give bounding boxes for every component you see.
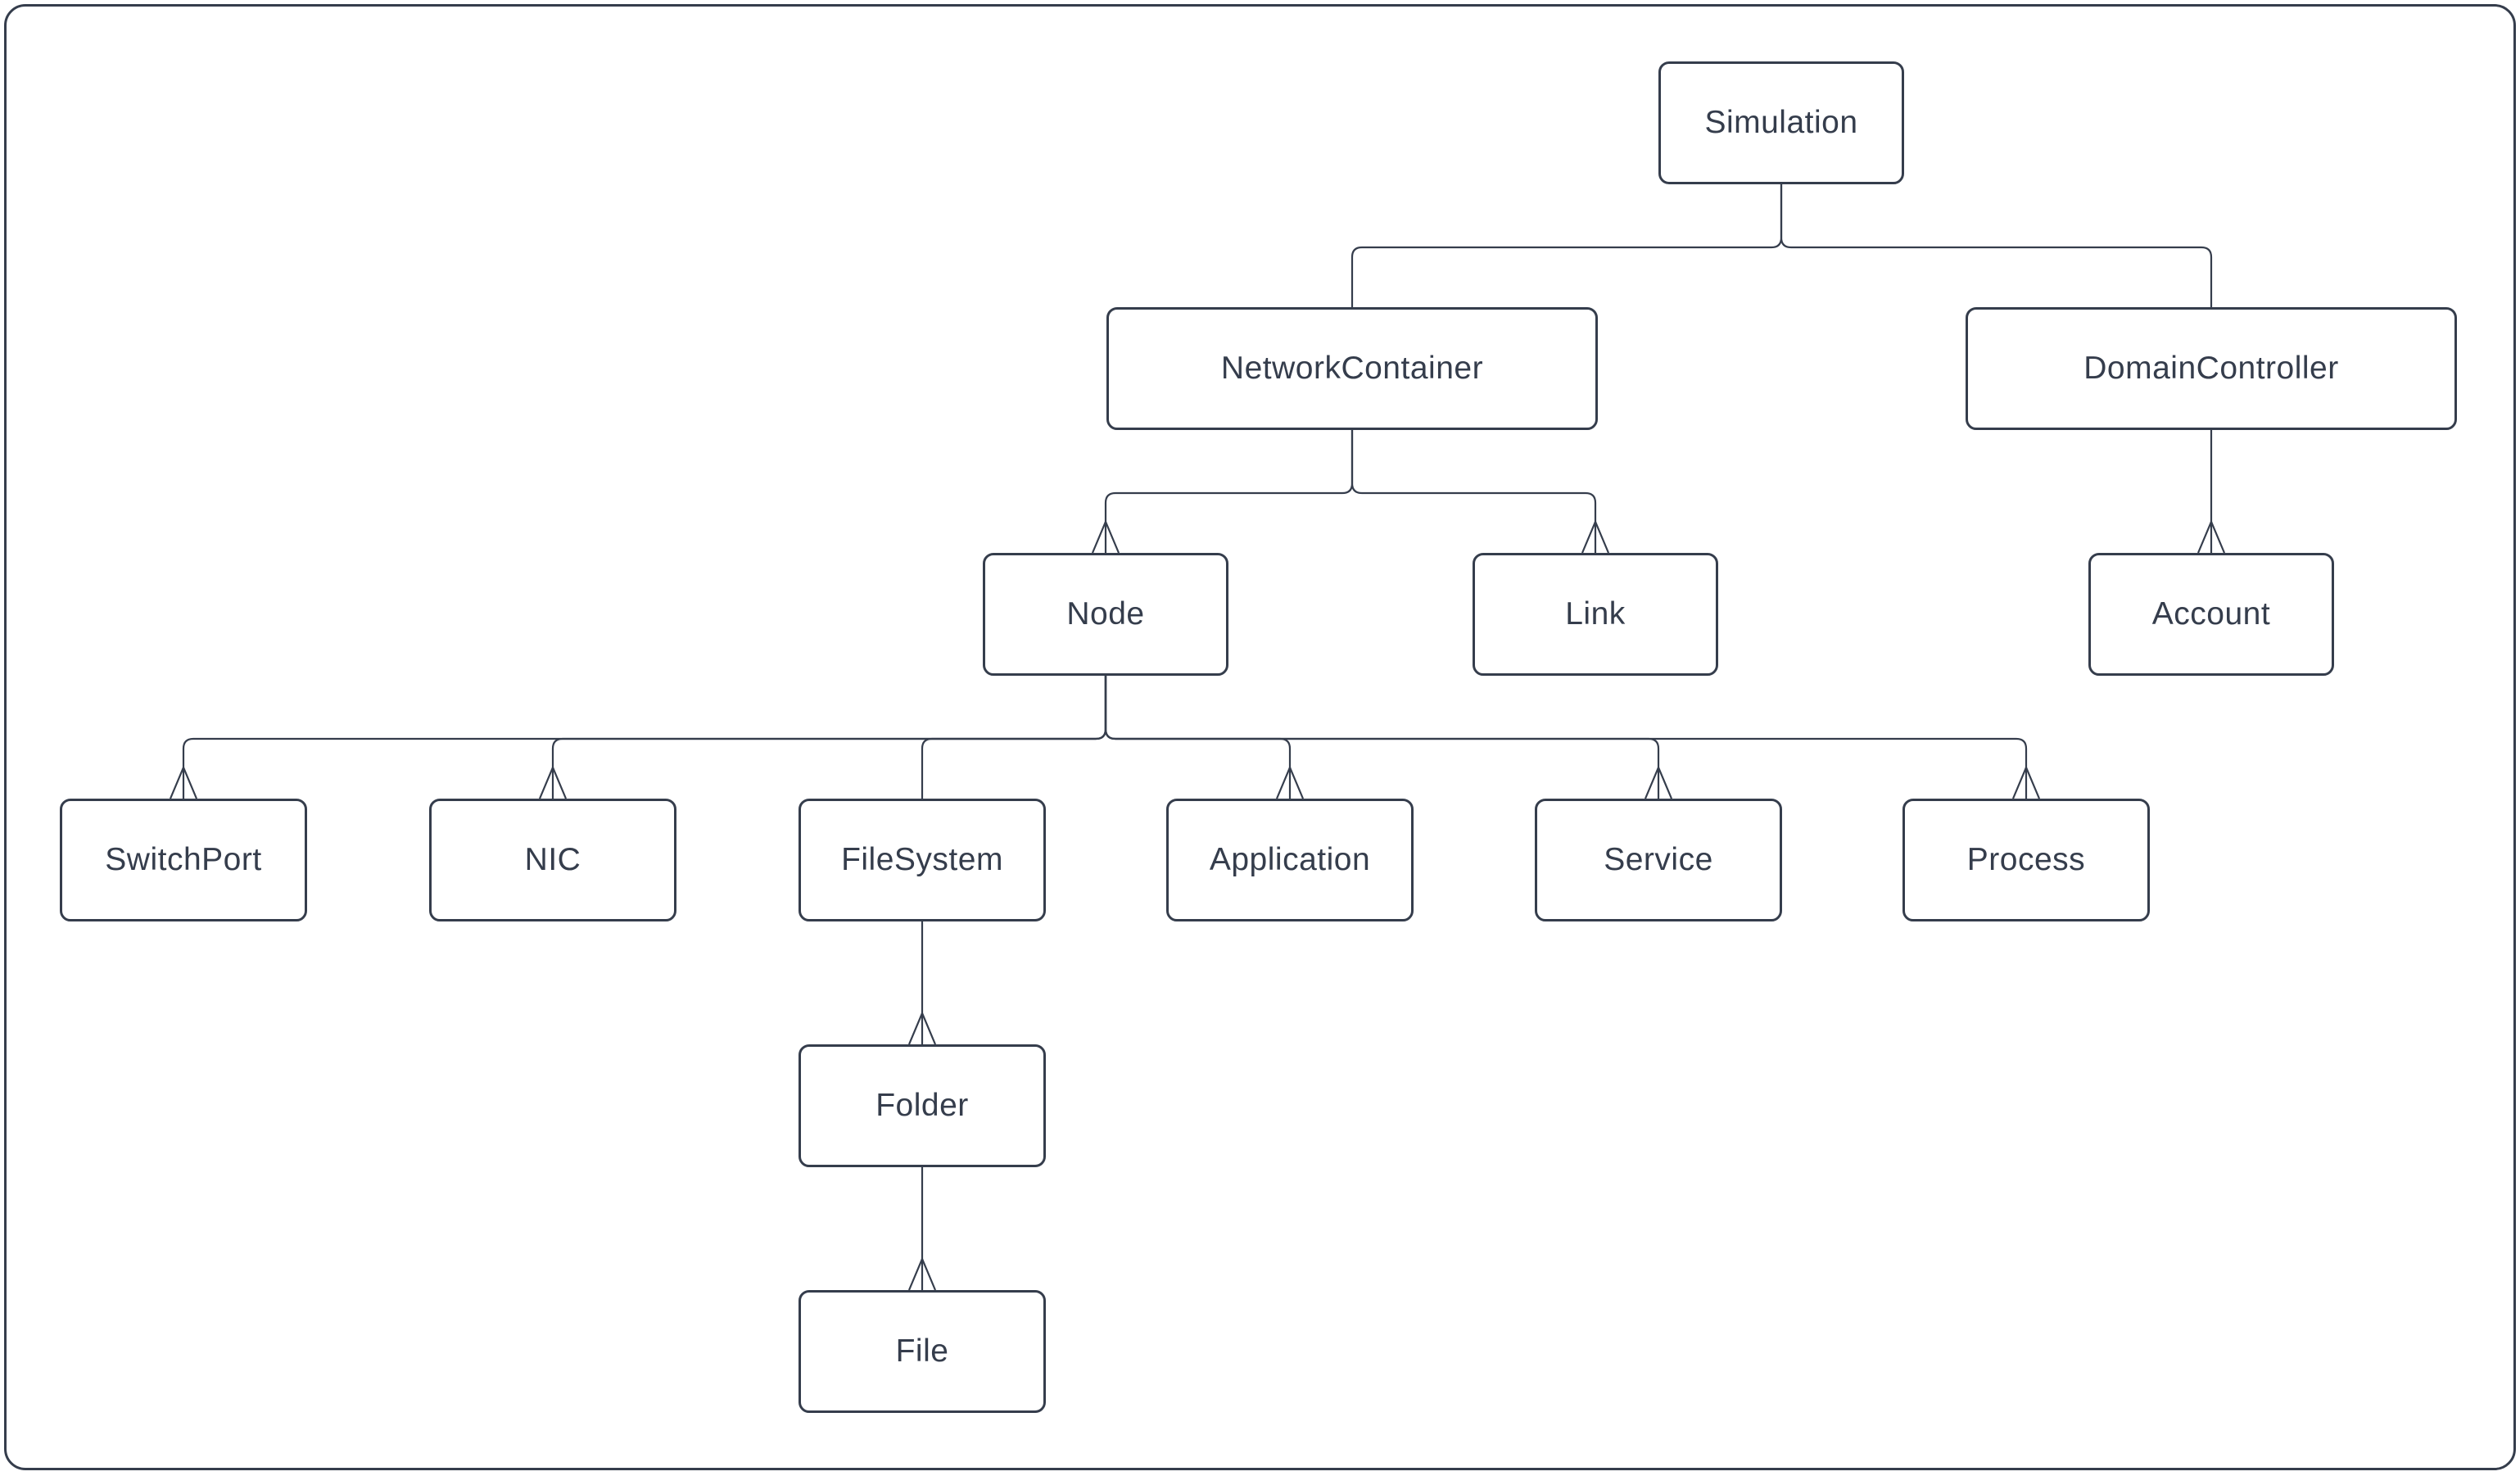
node-label: Simulation: [1704, 105, 1858, 140]
node-simulation[interactable]: Simulation: [1658, 61, 1904, 184]
node-label: NIC: [524, 842, 581, 877]
node-label: NetworkContainer: [1220, 351, 1484, 386]
node-process[interactable]: Process: [1902, 799, 2150, 921]
node-file[interactable]: File: [799, 1290, 1046, 1413]
node-label: Service: [1604, 842, 1713, 877]
node-network-container[interactable]: NetworkContainer: [1106, 307, 1598, 430]
edge-network_container-link: [1350, 430, 1597, 553]
edge-node-service: [1104, 676, 1660, 799]
node-account[interactable]: Account: [2088, 553, 2334, 676]
node-application[interactable]: Application: [1166, 799, 1414, 921]
node-label: Folder: [875, 1088, 969, 1123]
inheritance-arrowhead-icon: [538, 765, 568, 799]
edge-node-nic: [551, 676, 1107, 799]
node-link[interactable]: Link: [1473, 553, 1718, 676]
inheritance-arrowhead-icon: [2011, 765, 2041, 799]
inheritance-arrowhead-icon: [907, 1256, 937, 1291]
edge-node-filesystem: [921, 676, 1107, 799]
node-nic[interactable]: NIC: [429, 799, 676, 921]
edge-simulation-domain_controller: [1780, 184, 2213, 307]
node-label: SwitchPort: [105, 842, 262, 877]
inheritance-arrowhead-icon: [169, 765, 198, 799]
inheritance-arrowhead-icon: [1275, 765, 1305, 799]
edge-simulation-network_container: [1350, 184, 1783, 307]
inheritance-arrowhead-icon: [1091, 519, 1120, 554]
node-label: Link: [1565, 596, 1626, 632]
node-label: FileSystem: [841, 842, 1003, 877]
node-service[interactable]: Service: [1535, 799, 1782, 921]
inheritance-arrowhead-icon: [2197, 519, 2226, 554]
node-label: Process: [1966, 842, 2086, 877]
edge-node-switch_port: [182, 676, 1107, 799]
node-label: Application: [1209, 842, 1371, 877]
node-label: DomainController: [2083, 351, 2339, 386]
edge-node-process: [1104, 676, 2028, 799]
node-switch-port[interactable]: SwitchPort: [60, 799, 307, 921]
edge-network_container-node: [1104, 430, 1354, 553]
node-label: Node: [1066, 596, 1145, 632]
node-node[interactable]: Node: [983, 553, 1228, 676]
inheritance-arrowhead-icon: [907, 1011, 937, 1045]
node-label: Account: [2151, 596, 2271, 632]
node-label: File: [895, 1333, 949, 1369]
inheritance-arrowhead-icon: [1644, 765, 1673, 799]
node-folder[interactable]: Folder: [799, 1044, 1046, 1167]
node-filesystem[interactable]: FileSystem: [799, 799, 1046, 921]
edge-node-application: [1104, 676, 1292, 799]
node-domain-controller[interactable]: DomainController: [1966, 307, 2457, 430]
inheritance-arrowhead-icon: [1581, 519, 1610, 554]
